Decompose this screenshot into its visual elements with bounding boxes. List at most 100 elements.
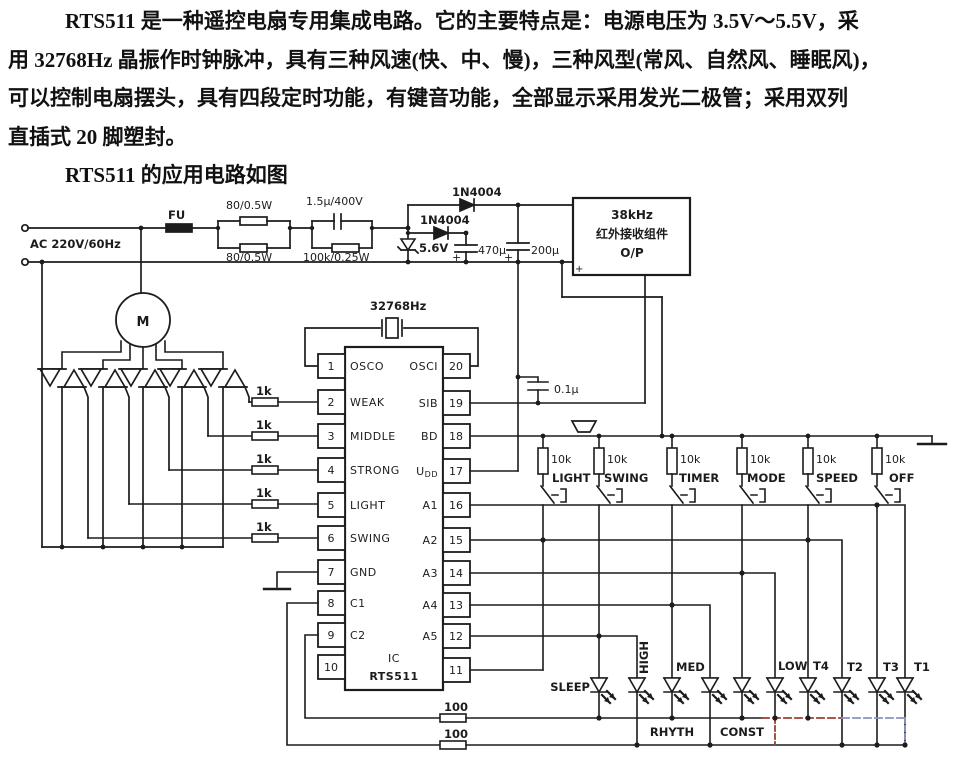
capacitor-label: 470μ	[478, 244, 506, 257]
ic-name: IC	[388, 652, 400, 665]
pin-number: 17	[449, 465, 463, 478]
pin-number: 15	[449, 534, 463, 547]
rectifier-labels: 1N4004 1N4004 5.6V 470μ 200μ + +	[419, 185, 559, 264]
triac	[198, 368, 250, 548]
capacitor-label: 200μ	[531, 244, 559, 257]
led	[867, 677, 895, 705]
led-label: T2	[847, 660, 863, 674]
led	[895, 677, 923, 705]
pin-number: 14	[449, 567, 463, 580]
resistor-label: 10k	[750, 453, 771, 466]
triac	[37, 368, 89, 548]
pin-label: SIB	[419, 397, 438, 410]
resistor-label: 1k	[256, 418, 272, 432]
gate-resistor-labels: 1k 1k 1k 1k 1k	[256, 384, 272, 534]
triacs	[37, 261, 250, 548]
pin-label: BD	[421, 430, 438, 443]
pin-label: A4	[422, 599, 438, 612]
figure-caption: RTS511 的应用电路如图	[65, 163, 288, 187]
led-label: T1	[914, 660, 930, 674]
pin-label: OSCO	[350, 360, 384, 373]
resistor-label: 10k	[607, 453, 628, 466]
crystal-label: 32768Hz	[370, 299, 427, 313]
pin-label: GND	[350, 566, 377, 579]
led-labels: SLEEP HIGH MED LOW T4 T2 T3 T1	[550, 641, 930, 694]
pin-label: A3	[422, 567, 438, 580]
power-labels: AC 220V/60Hz FU 80/0.5W 80/0.5W 1.5μ/400…	[30, 195, 370, 264]
led-label: SLEEP	[550, 680, 590, 694]
resistor-label: 1k	[256, 384, 272, 398]
led	[832, 677, 860, 705]
pin-label: A1	[422, 499, 438, 512]
mode-label-rhyth: RHYTH	[650, 725, 694, 739]
key-label: TIMER	[679, 471, 719, 485]
supply-decoupling	[469, 261, 646, 472]
led	[732, 677, 760, 705]
triac	[157, 368, 209, 548]
key-label: OFF	[889, 471, 915, 485]
ac-voltage-label: AC 220V/60Hz	[30, 237, 121, 251]
pin-label: SWING	[350, 532, 390, 545]
led	[765, 677, 793, 705]
pin-label: A2	[422, 534, 438, 547]
pin-label-udd: UDD	[416, 465, 438, 479]
ir-output-label: O/P	[620, 246, 644, 260]
matrix-wiring	[469, 504, 906, 746]
intro-line: 可以控制电扇摆头，具有四段定时功能，有键音功能，全部显示采用发光二极管；采用双列	[8, 86, 848, 110]
key-labels: 10k 10k 10k 10k 10k 10k LIGHT SWING TIME…	[551, 453, 915, 485]
led-label: T4	[813, 659, 829, 673]
pin-number: 6	[328, 532, 335, 545]
pin-number: 13	[449, 599, 463, 612]
capacitor-label: 0.1μ	[554, 383, 579, 396]
pin-number: 2	[328, 396, 335, 409]
pin-number: 19	[449, 397, 463, 410]
resistor-label: 10k	[551, 453, 572, 466]
resistor-label: 1k	[256, 452, 272, 466]
gate-resistors	[87, 397, 319, 543]
polarity-plus: +	[452, 251, 461, 264]
motor-wiring	[61, 340, 224, 369]
pin-label: STRONG	[350, 464, 400, 477]
led	[798, 677, 826, 705]
pin-number: 18	[449, 430, 463, 443]
ir-receiver-module: 38kHz 红外接收组件 O/P +	[571, 196, 692, 404]
led-row	[589, 677, 923, 705]
intro-line: RTS511 是一种遥控电扇专用集成电路。它的主要特点是：电源电压为 3.5V～…	[65, 9, 859, 33]
key-bus	[469, 420, 948, 446]
resistor-label: 10k	[680, 453, 701, 466]
key-label: SPEED	[816, 471, 858, 485]
led	[627, 677, 655, 705]
pin-label: C2	[350, 629, 366, 642]
led	[589, 677, 617, 705]
ir-freq-label: 38kHz	[611, 208, 653, 222]
polarity-plus: +	[504, 251, 513, 264]
zener-label: 5.6V	[419, 241, 448, 255]
resistor-label: 80/0.5W	[226, 251, 272, 264]
resistor-label: 1k	[256, 520, 272, 534]
intro-line: 直插式 20 脚塑封。	[8, 124, 187, 149]
pin-number: 5	[328, 499, 335, 512]
led-label: HIGH	[637, 641, 651, 674]
pin-number: 8	[328, 597, 335, 610]
motor-label: M	[137, 315, 150, 330]
pin-number: 1	[328, 360, 335, 373]
ic-rts511: 1 2 3 4 5 6 7 8 9 10 20 19 18 17 16 15 1…	[317, 345, 471, 692]
key-label: MODE	[747, 471, 786, 485]
pin-number: 20	[449, 360, 463, 373]
ir-name-label: 红外接收组件	[596, 226, 668, 241]
resistor-label: 10k	[816, 453, 837, 466]
pin-number: 12	[449, 630, 463, 643]
resistor-label: 100	[444, 727, 468, 741]
triac	[118, 368, 170, 548]
key-label: LIGHT	[552, 471, 591, 485]
diode-label: 1N4004	[420, 213, 470, 227]
pin-number: 3	[328, 430, 335, 443]
pen-marks	[761, 717, 906, 746]
led-label: T3	[883, 660, 899, 674]
pin-label: WEAK	[350, 396, 385, 409]
key-label: SWING	[604, 471, 648, 485]
crystal	[304, 317, 479, 367]
pin-label: A5	[422, 630, 438, 643]
resistor-label: 100k/0.25W	[303, 251, 370, 264]
